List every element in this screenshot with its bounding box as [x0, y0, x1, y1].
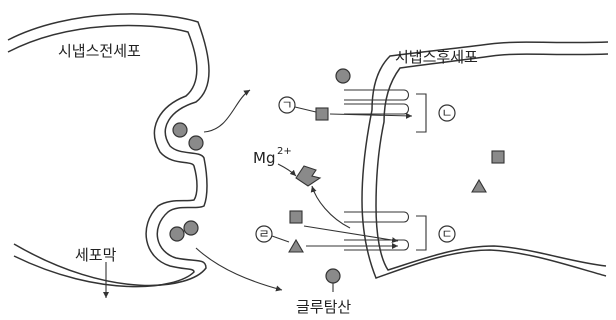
- marker-d-text: ㄹ: [258, 227, 269, 241]
- presynaptic-label: 시냅스전세포: [58, 42, 141, 60]
- mg-arrow: [278, 164, 296, 176]
- release-arrow-upper: [204, 90, 250, 132]
- square-molecule: [290, 211, 302, 223]
- receptor-channel-upper: [344, 90, 409, 114]
- vesicle: [184, 221, 198, 235]
- vesicle: [170, 227, 184, 241]
- mg-charge: 2+: [277, 146, 292, 157]
- postsynaptic-label: 시냅스후세포: [395, 48, 478, 66]
- glutamate-molecule: [326, 269, 340, 283]
- bracket-c: [416, 216, 426, 250]
- marker-c-text: ㄷ: [441, 227, 452, 241]
- triangle-molecule: [472, 180, 486, 192]
- marker-d-link: [272, 236, 289, 242]
- release-arrow-lower: [196, 248, 282, 290]
- glutamate-label: 글루탐산: [296, 298, 351, 316]
- marker-a-link: [295, 107, 316, 112]
- marker-b-text: ㄴ: [441, 106, 452, 120]
- vesicle: [173, 123, 187, 137]
- mg-label: Mg: [253, 149, 275, 167]
- vesicle: [189, 136, 203, 150]
- square-molecule: [316, 108, 328, 120]
- bracket-b: [416, 94, 426, 132]
- membrane-label: 세포막: [75, 246, 117, 264]
- flow-arrow: [304, 226, 398, 241]
- mg-ion-shape: [296, 166, 320, 186]
- square-molecule: [492, 151, 504, 163]
- marker-a-text: ㄱ: [281, 98, 292, 112]
- glutamate-molecule: [336, 69, 350, 83]
- postsynaptic-membrane: [362, 42, 608, 278]
- triangle-molecule: [289, 240, 303, 252]
